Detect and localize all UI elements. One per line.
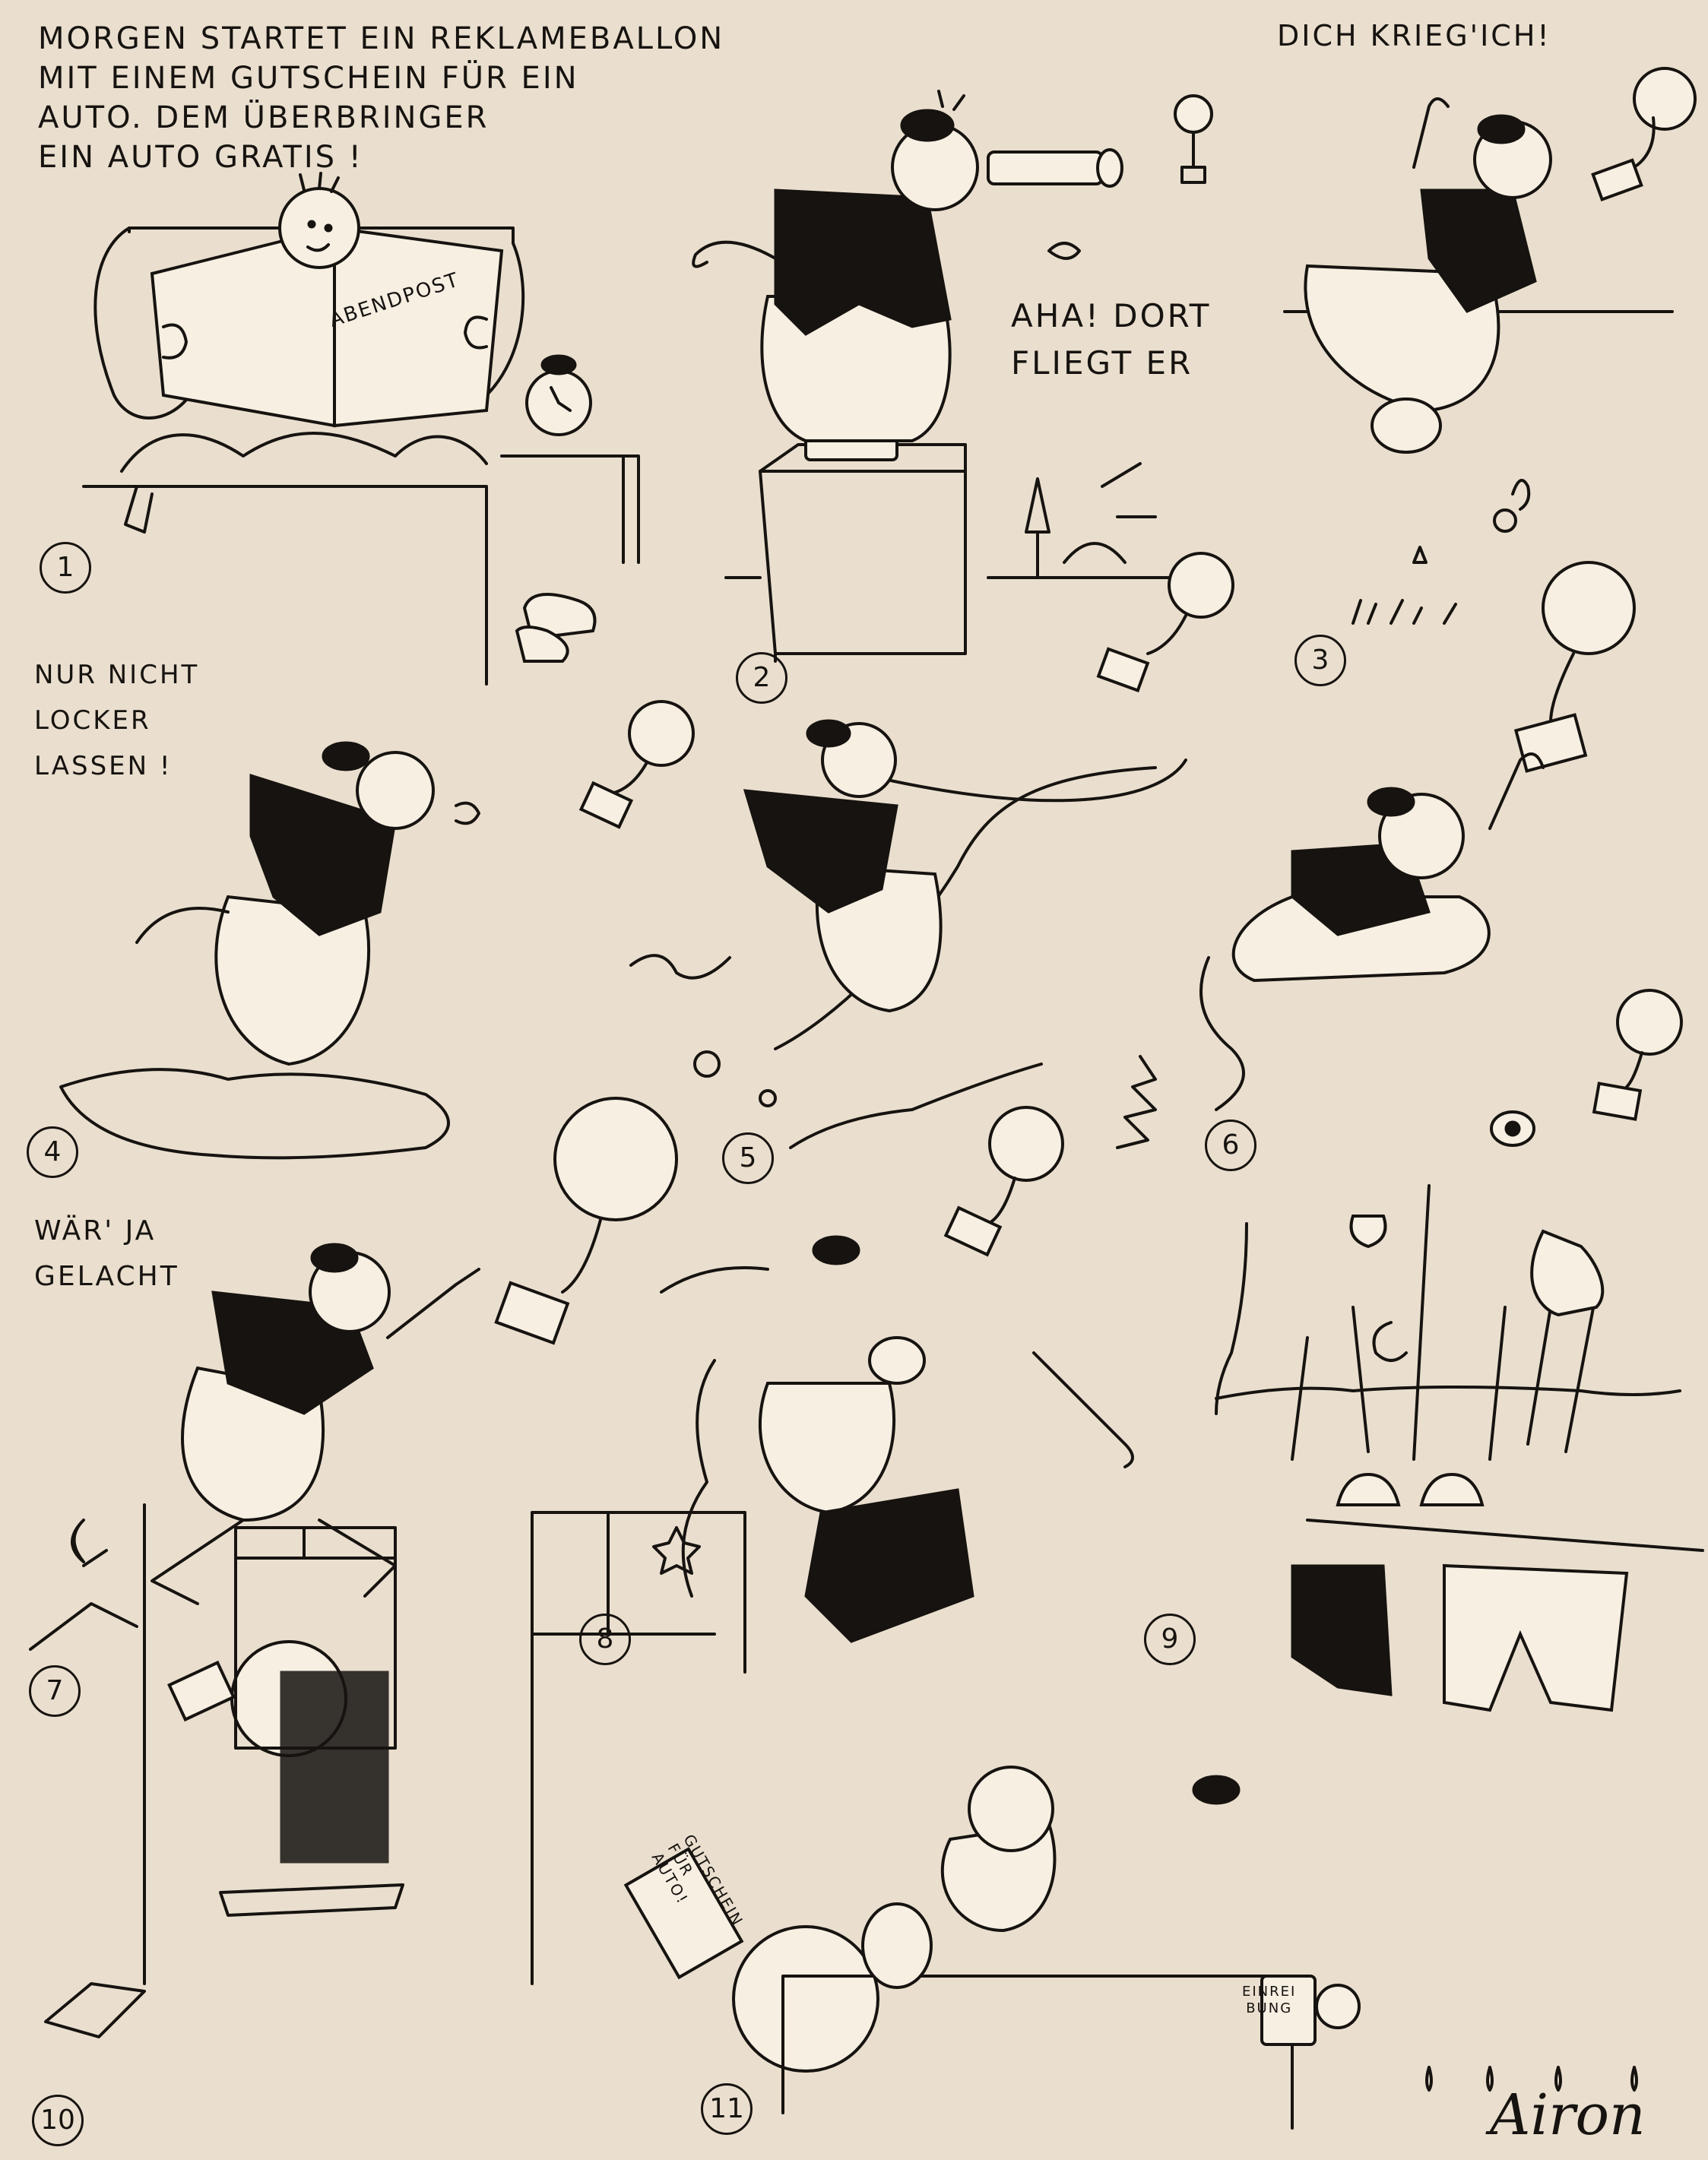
panel-8-drawing	[652, 1235, 1134, 1643]
bottle-label: EINREI BUNG	[1242, 1984, 1297, 2016]
panel-2-drawing	[692, 90, 1172, 663]
panel-number-11: 11	[701, 2083, 753, 2135]
panel-number-7: 7	[29, 1665, 81, 1717]
panel-11-drawing	[531, 1511, 1704, 2130]
caption-panel-3: DICH KRIEG'ICH!	[1277, 19, 1551, 52]
caption-panel-1: MORGEN STARTET EIN REKLAMEBALLON MIT EIN…	[38, 21, 725, 175]
caption-panel-7: WÄR' JA GELACHT	[34, 1215, 179, 1292]
panel-number-8: 8	[579, 1614, 631, 1665]
panel-number-10: 10	[32, 2095, 84, 2146]
panel-1-drawing	[82, 172, 640, 686]
panel-number-6: 6	[1205, 1120, 1256, 1171]
caption-panel-4: NUR NICHT LOCKER LASSEN !	[34, 660, 200, 781]
panel-5-drawing	[629, 719, 1187, 1149]
artist-signature: Airon	[1490, 2082, 1646, 2148]
panel-7-drawing	[29, 1243, 480, 1651]
panel-3-drawing	[1283, 97, 1674, 625]
panel-number-9: 9	[1144, 1614, 1196, 1665]
panel-number-1: 1	[40, 542, 91, 594]
panel-9-drawing	[1215, 1184, 1681, 1506]
caption-panel-2: AHA! DORT FLIEGT ER	[1011, 297, 1212, 382]
balloons	[230, 67, 1697, 2073]
panel-6-drawing	[1116, 752, 1545, 1149]
panel-10-drawing	[44, 1503, 404, 2038]
panel-number-4: 4	[27, 1126, 78, 1178]
panel-number-5: 5	[722, 1132, 774, 1184]
panel-4-drawing	[59, 741, 480, 1160]
panel-number-2: 2	[736, 652, 787, 704]
panel-number-3: 3	[1294, 635, 1346, 686]
